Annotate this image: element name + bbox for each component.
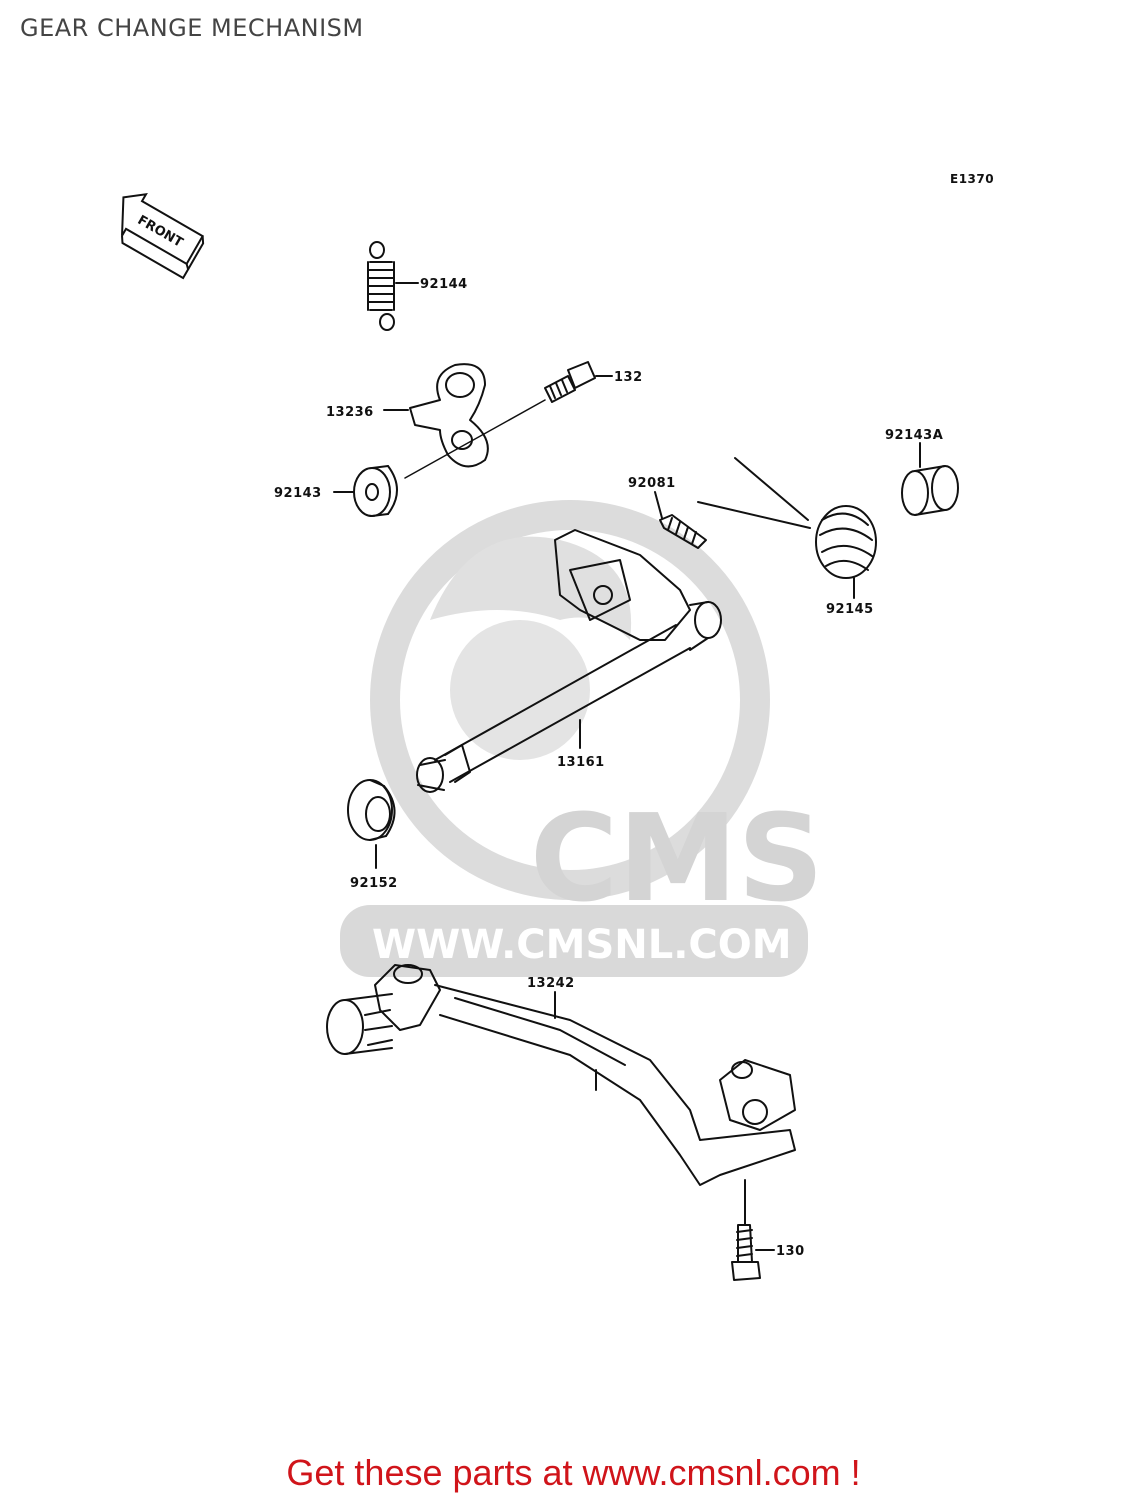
callout-92152: 92152 xyxy=(350,876,398,891)
collar-92143-icon xyxy=(353,465,398,517)
callout-130: 130 xyxy=(776,1244,805,1259)
callout-13242: 13242 xyxy=(527,976,575,991)
callout-13236: 13236 xyxy=(326,405,374,420)
page-title: GEAR CHANGE MECHANISM xyxy=(20,14,364,42)
callout-92144: 92144 xyxy=(420,277,468,292)
torsion-spring-92145-icon xyxy=(697,457,877,579)
callout-92145: 92145 xyxy=(826,602,874,617)
parts-diagram: CMS WWW.CMSNL.COM FRONT xyxy=(121,192,959,1281)
callout-13161: 13161 xyxy=(557,755,605,770)
watermark-url: WWW.CMSNL.COM xyxy=(372,922,792,968)
bolt-130-icon xyxy=(731,1224,761,1281)
get-parts-link[interactable]: Get these parts at www.cmsnl.com ! xyxy=(286,1452,861,1493)
callout-92143: 92143 xyxy=(274,486,322,501)
spring-92081-icon xyxy=(659,514,707,549)
callout-132: 132 xyxy=(614,370,643,385)
shift-pedal-13242-icon xyxy=(326,964,796,1186)
lever-plate-13236-icon xyxy=(409,363,489,468)
front-arrow-icon: FRONT xyxy=(121,192,205,280)
seal-92152-icon xyxy=(347,779,396,841)
cms-watermark: CMS WWW.CMSNL.COM xyxy=(340,500,824,977)
callout-92081: 92081 xyxy=(628,476,676,491)
spring-92144-icon xyxy=(367,241,395,331)
diagram-code: E1370 xyxy=(950,172,995,186)
bolt-132-icon xyxy=(544,361,596,403)
bushing-92143a-icon xyxy=(901,465,959,516)
shift-shaft-13161-icon xyxy=(416,529,722,793)
callout-92143a: 92143A xyxy=(885,428,943,443)
